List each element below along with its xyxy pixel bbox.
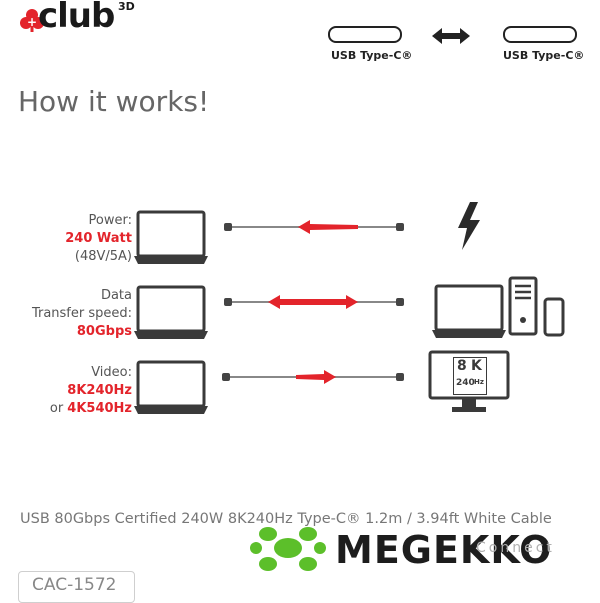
smartphone-icon (543, 297, 565, 337)
megekko-tagline: Connect (476, 540, 555, 556)
data-value: 80Gbps (76, 324, 132, 339)
logo-wordmark: club (38, 0, 115, 36)
cable-power (224, 220, 404, 234)
usb-c-left-label: USB Type-C® (331, 49, 413, 62)
usb-c-right-label: USB Type-C® (503, 49, 585, 62)
arrow-right-icon (296, 370, 336, 384)
desktop-tower-icon (508, 276, 538, 336)
laptop-icon (134, 210, 208, 264)
laptop-icon (134, 285, 208, 339)
power-detail: (48V/5A) (74, 249, 132, 264)
sku-label: CAC-1572 (32, 575, 117, 595)
svg-text:+: + (27, 15, 37, 29)
data-sublabel: Transfer speed: (31, 306, 132, 321)
club3d-logo: + club 3D (18, 0, 138, 42)
club-clover-icon: + (20, 9, 44, 32)
page-title: How it works! (18, 85, 210, 118)
arrow-bidirectional-icon (268, 295, 358, 309)
power-value: 240 Watt (65, 231, 132, 246)
video-label: Video: (91, 365, 132, 380)
8k-badge: 8 K 240 Hz (453, 357, 487, 395)
arrow-left-icon (298, 220, 358, 234)
product-title: USB 80Gbps Certified 240W 8K240Hz Type-C… (20, 511, 552, 527)
megekko-wordmark: MEGEKKO (335, 528, 553, 572)
usb-c-right-icon (503, 26, 577, 43)
cable-data (224, 295, 404, 309)
laptop-icon (134, 360, 208, 414)
video-value-8k: 8K240Hz (67, 383, 132, 398)
video-value-4k-line: or 4K540Hz (49, 401, 132, 416)
video-spec: Video: 8K240Hz or 4K540Hz (18, 364, 132, 418)
gecko-logo-icon (250, 527, 326, 571)
data-spec: Data Transfer speed: 80Gbps (18, 287, 132, 341)
laptop-device-icon (432, 284, 506, 338)
thunderbolt-icon (458, 202, 480, 250)
cable-video (222, 370, 404, 384)
data-label: Data (100, 288, 132, 303)
logo-superscript: 3D (118, 0, 135, 13)
power-label: Power: (88, 213, 132, 228)
double-arrow-icon (432, 28, 470, 44)
usb-c-left-icon (328, 26, 402, 43)
power-spec: Power: 240 Watt (48V/5A) (18, 212, 132, 266)
monitor-icon: 8 K 240 Hz (428, 350, 510, 416)
video-value-4k: 4K540Hz (67, 401, 132, 416)
